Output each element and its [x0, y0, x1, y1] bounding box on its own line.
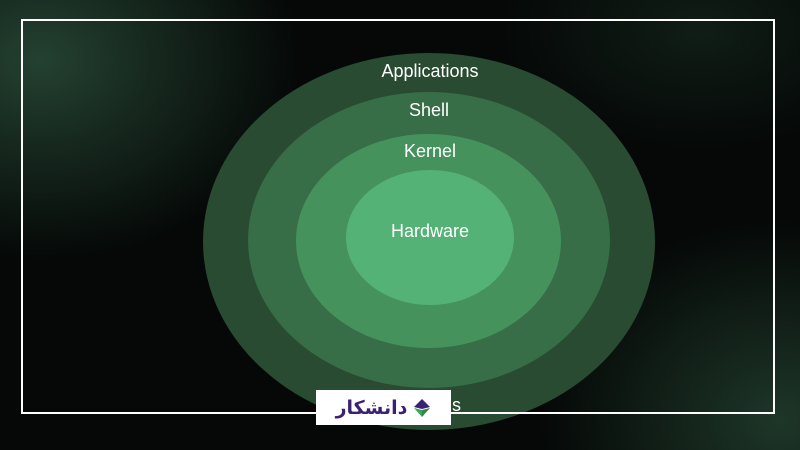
caption-fragment: s	[452, 395, 461, 415]
logo-text: دانشکار	[335, 396, 408, 419]
kernel-label: Kernel	[403, 141, 457, 161]
hardware-ring	[346, 170, 514, 305]
diamond-logo-icon	[414, 398, 431, 417]
shell-label: Shell	[408, 100, 450, 120]
applications-label: Applications	[381, 61, 479, 81]
watermark-logo: دانشکار	[316, 390, 451, 425]
hardware-label: Hardware	[390, 221, 470, 241]
